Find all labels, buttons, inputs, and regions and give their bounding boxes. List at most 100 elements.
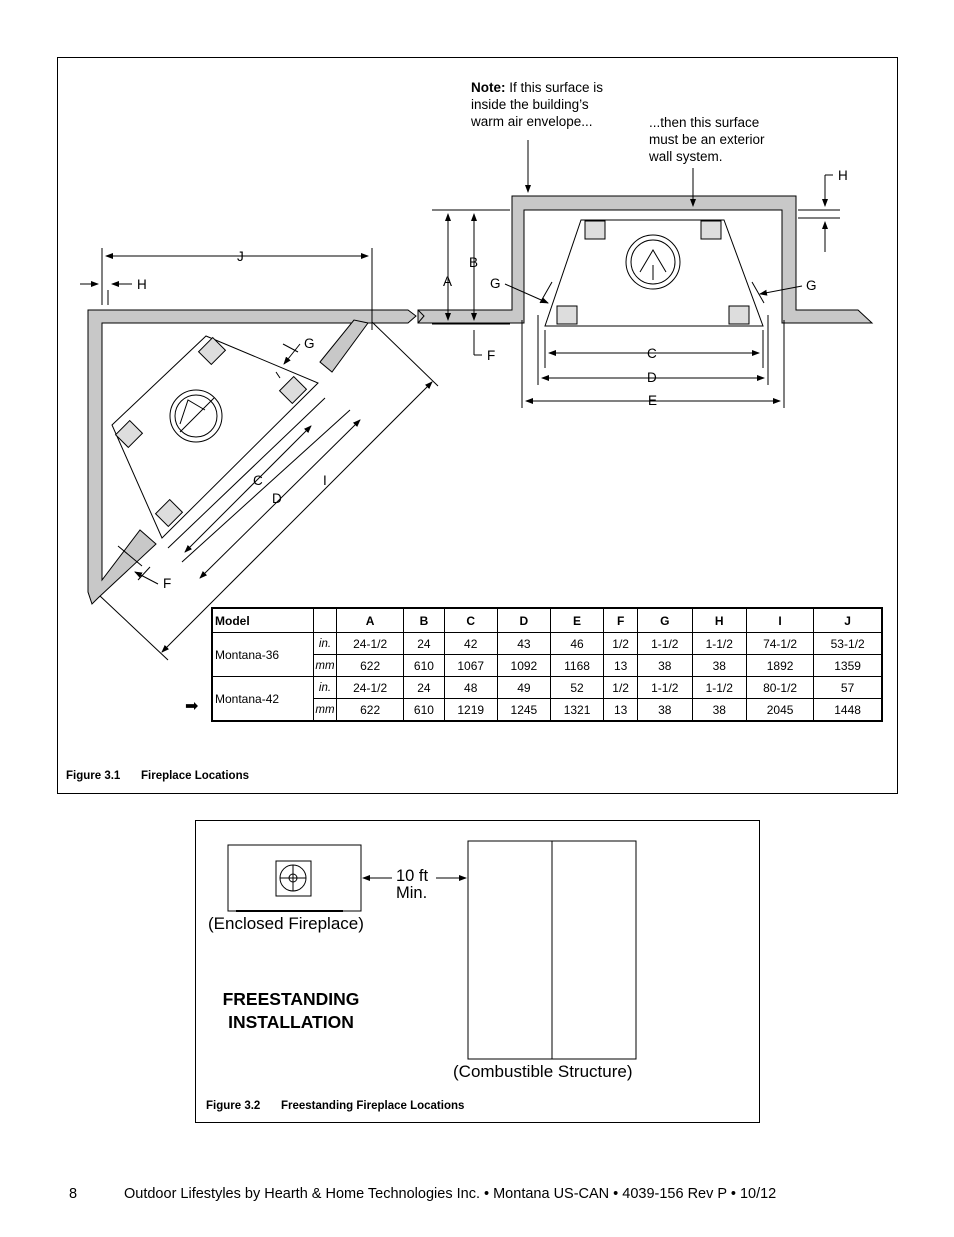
value-cell: 622: [335, 698, 405, 722]
value-cell: 1321: [549, 698, 605, 722]
value-cell: 46: [549, 632, 605, 655]
dim-label-h-left: H: [137, 277, 147, 292]
footer-text: Outdoor Lifestyles by Hearth & Home Tech…: [124, 1186, 777, 1202]
model-cell: Montana-42: [211, 676, 314, 722]
header-a: A: [335, 607, 405, 633]
value-cell: 13: [603, 698, 639, 722]
value-cell: 1448: [813, 698, 883, 722]
table-row: Montana-36 in. 24-1/2 24 42 43 46 1/2 1-…: [211, 632, 883, 677]
dim-label-j: J: [237, 249, 244, 264]
figure-3-1-frame: [57, 57, 898, 794]
value-cell: 43: [496, 632, 551, 655]
page-number: 8: [69, 1186, 78, 1202]
value-cell: 48: [443, 676, 498, 699]
header-j: J: [813, 607, 883, 633]
value-cell: 1-1/2: [691, 676, 747, 699]
header-i: I: [745, 607, 815, 633]
dim-label-f-left: F: [163, 576, 171, 591]
value-cell: 13: [603, 654, 639, 677]
value-cell: 24: [403, 632, 445, 655]
header-unit: [313, 607, 337, 633]
current-model-arrow-icon: ➡: [185, 698, 199, 715]
value-cell: 57: [813, 676, 883, 699]
exterior-wall-note: ...then this surface must be an exterior…: [649, 115, 765, 164]
dim-label-g-right-b: G: [806, 278, 817, 293]
dim-label-b: B: [469, 255, 478, 270]
corner-wall-stub: [319, 319, 369, 373]
value-cell: 610: [403, 654, 445, 677]
dim-label-a: A: [443, 274, 452, 289]
freestanding-installation-title: FREESTANDING INSTALLATION: [222, 989, 360, 1032]
value-cell: 52: [549, 676, 605, 699]
value-cell: 2045: [745, 698, 815, 722]
table-row: mm 622 610 1219 1245 1321 13 38 38 2045 …: [212, 698, 883, 722]
dim-label-e: E: [648, 393, 657, 408]
dim-label-d-left: D: [272, 491, 282, 506]
dimensions-table: Model A B C D E F G H I J Montana-36 in.…: [211, 607, 883, 722]
value-cell: 74-1/2: [745, 632, 815, 655]
value-cell: 1-1/2: [637, 676, 693, 699]
value-cell: 1/2: [603, 632, 639, 655]
value-cell: 49: [496, 676, 551, 699]
unit-cell: mm: [313, 698, 337, 722]
dim-label-g-right-a: G: [490, 276, 501, 291]
fireplace-locations-diagram: A B C D E F G G H J H G C D I F: [80, 140, 874, 661]
value-cell: 610: [403, 698, 445, 722]
value-cell: 38: [637, 654, 693, 677]
dim-label-g-left: G: [304, 336, 315, 351]
value-cell: 1-1/2: [691, 632, 747, 655]
enclosed-fireplace-label: (Enclosed Fireplace): [208, 914, 364, 933]
corner-wall: [87, 309, 417, 605]
figure-3-2-frame: [195, 820, 760, 1123]
fireplace-unit-icon: [275, 860, 312, 897]
value-cell: 38: [691, 654, 747, 677]
value-cell: 80-1/2: [745, 676, 815, 699]
unit-cell: mm: [313, 654, 337, 677]
header-e: E: [549, 607, 605, 633]
value-cell: 1/2: [603, 676, 639, 699]
value-cell: 53-1/2: [813, 632, 883, 655]
value-cell: 38: [691, 698, 747, 722]
header-model: Model: [211, 607, 314, 633]
value-cell: 38: [637, 698, 693, 722]
value-cell: 622: [335, 654, 405, 677]
freestanding-diagram: [227, 840, 637, 1060]
value-cell: 1067: [443, 654, 498, 677]
table-header-row: Model A B C D E F G H I J: [211, 607, 883, 633]
value-cell: 24-1/2: [335, 632, 405, 655]
value-cell: 24-1/2: [335, 676, 405, 699]
fireplace-top-view-right: [544, 219, 764, 327]
note-text: Note: If this surface is inside the buil…: [471, 80, 604, 129]
header-h: H: [691, 607, 747, 633]
fireplace-top-view-corner: [111, 335, 319, 539]
dim-label-f-right: F: [487, 348, 495, 363]
header-c: C: [443, 607, 498, 633]
value-cell: 1245: [496, 698, 551, 722]
clearance-label: 10 ft Min.: [396, 867, 429, 902]
value-cell: 42: [443, 632, 498, 655]
value-cell: 1-1/2: [637, 632, 693, 655]
header-f: F: [603, 607, 639, 633]
dim-label-c-left: C: [253, 473, 263, 488]
unit-cell: in.: [313, 632, 337, 655]
value-cell: 24: [403, 676, 445, 699]
header-b: B: [403, 607, 445, 633]
dim-label-i: I: [323, 473, 327, 488]
combustible-structure-label: (Combustible Structure): [453, 1062, 633, 1081]
value-cell: 1092: [496, 654, 551, 677]
value-cell: 1219: [443, 698, 498, 722]
header-g: G: [637, 607, 693, 633]
table-row: Montana-42 in. 24-1/2 24 48 49 52 1/2 1-…: [211, 676, 883, 722]
dim-label-d-right: D: [647, 370, 657, 385]
unit-cell: in.: [313, 676, 337, 699]
model-cell: Montana-36: [211, 632, 314, 677]
dim-label-h-right: H: [838, 168, 848, 183]
straight-wall: [417, 195, 874, 324]
dim-label-c-right: C: [647, 346, 657, 361]
value-cell: 1168: [549, 654, 605, 677]
value-cell: 1359: [813, 654, 883, 677]
value-cell: 1892: [745, 654, 815, 677]
header-d: D: [496, 607, 551, 633]
